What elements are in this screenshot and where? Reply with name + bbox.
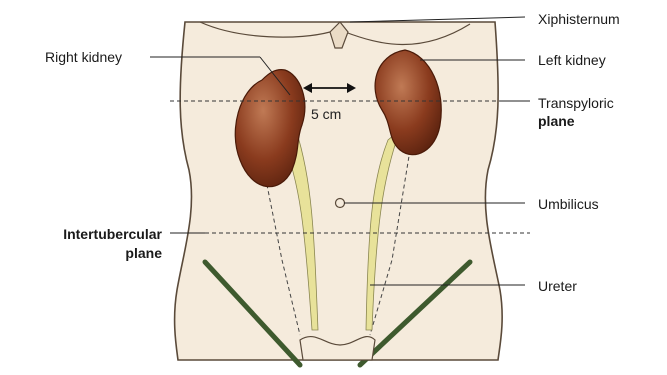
label-ureter: Ureter: [538, 278, 577, 294]
umbilicus-mark: [336, 199, 345, 208]
label-intertubercular-1: Intertubercular: [12, 226, 162, 242]
label-transpyloric-1: Transpyloric: [538, 95, 614, 111]
measurement-label: 5 cm: [311, 106, 341, 122]
label-left-kidney: Left kidney: [538, 52, 606, 68]
label-right-kidney: Right kidney: [45, 49, 122, 65]
torso-outline: [175, 22, 503, 360]
label-intertubercular-2: plane: [12, 245, 162, 261]
label-transpyloric-2: plane: [538, 113, 575, 129]
label-xiphisternum: Xiphisternum: [538, 11, 620, 27]
label-umbilicus: Umbilicus: [538, 196, 599, 212]
